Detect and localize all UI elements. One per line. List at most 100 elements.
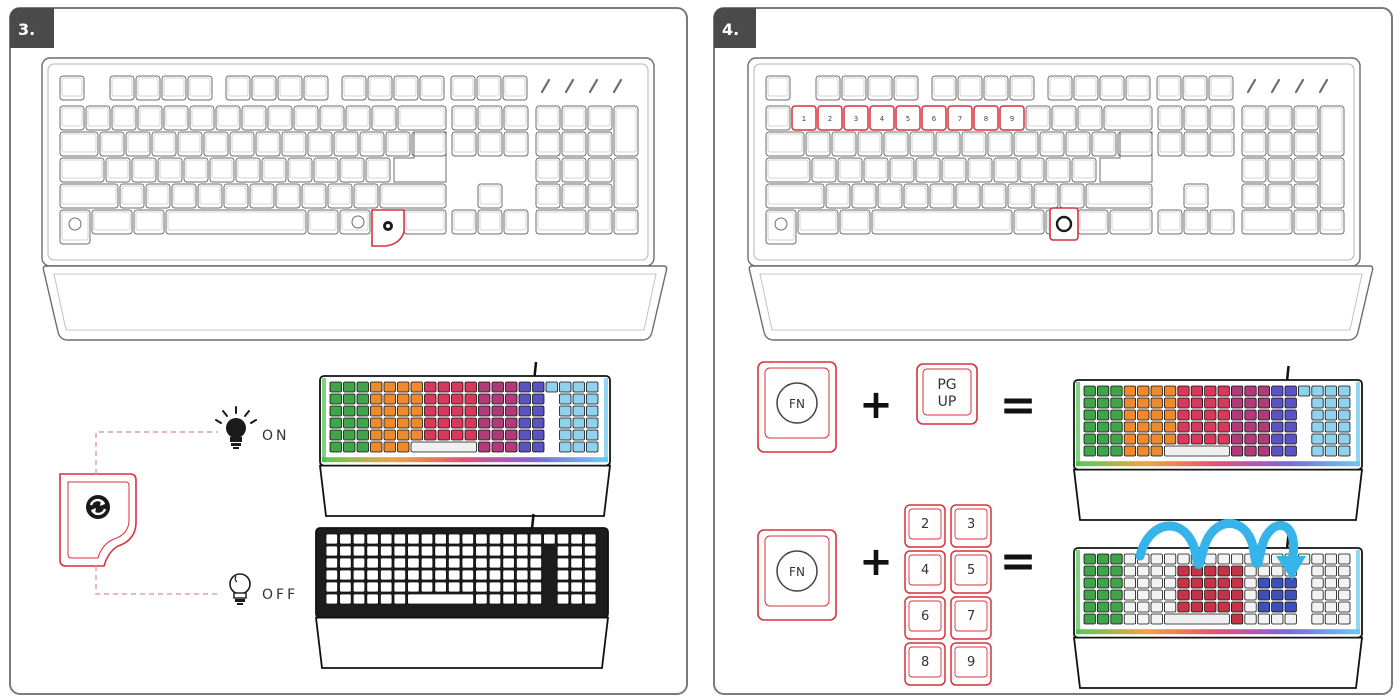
keyboard-wave-effect [1072,519,1364,689]
rgb-key [407,581,420,593]
rgb-key [1257,385,1270,397]
rgb-key [1083,445,1096,457]
rgb-key [1164,385,1177,397]
rgb-key [1324,565,1337,577]
rgb-key [1150,433,1163,445]
rgb-key [447,533,461,545]
rgb-key [451,405,464,417]
rgb-key [1164,601,1177,613]
rgb-key [451,393,464,405]
key [1182,75,1208,101]
rgb-key [410,417,423,429]
rgb-key [586,429,599,441]
key [893,75,919,101]
rgb-key [366,593,379,605]
rgb-key [383,417,396,429]
rgb-key [1190,409,1203,421]
number-key-highlight: 8 [973,105,999,131]
key [1099,75,1125,101]
step-badge [10,8,54,48]
rgb-key [343,381,356,393]
numpad-key: 8 [904,642,946,686]
rgb-key [1271,385,1284,397]
number-key-highlight: 5 [895,105,921,131]
rgb-key [488,545,502,557]
key [561,157,587,183]
key [341,75,367,101]
panel-frame [713,7,1393,695]
number-key-highlight: 6 [921,105,947,131]
rgb-key [488,581,502,593]
rgb-key [329,405,342,417]
rgb-key [379,569,393,581]
key [1157,131,1183,157]
key [137,105,163,131]
rgb-key [1324,577,1337,589]
key [981,183,1007,209]
rgb-key [570,545,583,557]
rgb-key [1217,421,1230,433]
key [287,157,313,183]
key [931,75,957,101]
key [197,183,223,209]
rgb-key [1244,409,1257,421]
rgb-key [1177,577,1190,589]
rgb-key [397,381,410,393]
rgb-key [1231,601,1244,613]
rgb-key [572,441,585,453]
key [1241,157,1267,183]
step-number: 4. [722,20,739,39]
rgb-key [1271,613,1284,625]
key [915,157,941,183]
keyboard-rgb-result [1072,365,1364,521]
rgb-key [1137,421,1150,433]
rgb-key [502,581,515,593]
rgb-key [1164,565,1177,577]
label-on: ON [262,428,290,444]
rgb-key [1231,553,1244,565]
pgup-label-line1: PG [937,377,956,393]
rgb-key [379,581,393,593]
key [987,131,1013,157]
key [825,183,851,209]
key [561,131,587,157]
number-key-highlight: 1 [791,105,817,131]
rgb-key [1190,433,1203,445]
rgb-key [556,581,570,593]
rgb-key [379,545,393,557]
rgb-key [502,569,515,581]
rgb-key [1311,589,1324,601]
rgb-key [1311,565,1324,577]
rgb-key [343,429,356,441]
key [613,105,639,157]
rgb-key [570,593,583,605]
key [189,105,215,131]
rgb-key [1217,433,1230,445]
rgb-key [397,441,410,453]
key [535,209,587,235]
plus-sign: + [859,382,893,428]
key [223,183,249,209]
rgb-key [1311,613,1324,625]
key [125,131,151,157]
rgb-key [475,581,488,593]
key [1077,105,1103,131]
key [1085,183,1153,209]
rgb-key [1338,589,1351,601]
key [187,75,213,101]
rgb-key [586,381,599,393]
key [1077,209,1109,235]
rgb-key [1150,445,1163,457]
key [1208,75,1234,101]
rgb-key [356,441,369,453]
rgb-key [434,533,447,545]
key [1209,209,1235,235]
rgb-key [556,557,570,569]
step-number: 3. [18,20,35,39]
rgb-key [1204,565,1217,577]
rgb-key [1298,385,1311,397]
rgb-key [424,393,437,405]
key [339,157,365,183]
rgb-key [1311,409,1324,421]
rgb-key [491,441,504,453]
